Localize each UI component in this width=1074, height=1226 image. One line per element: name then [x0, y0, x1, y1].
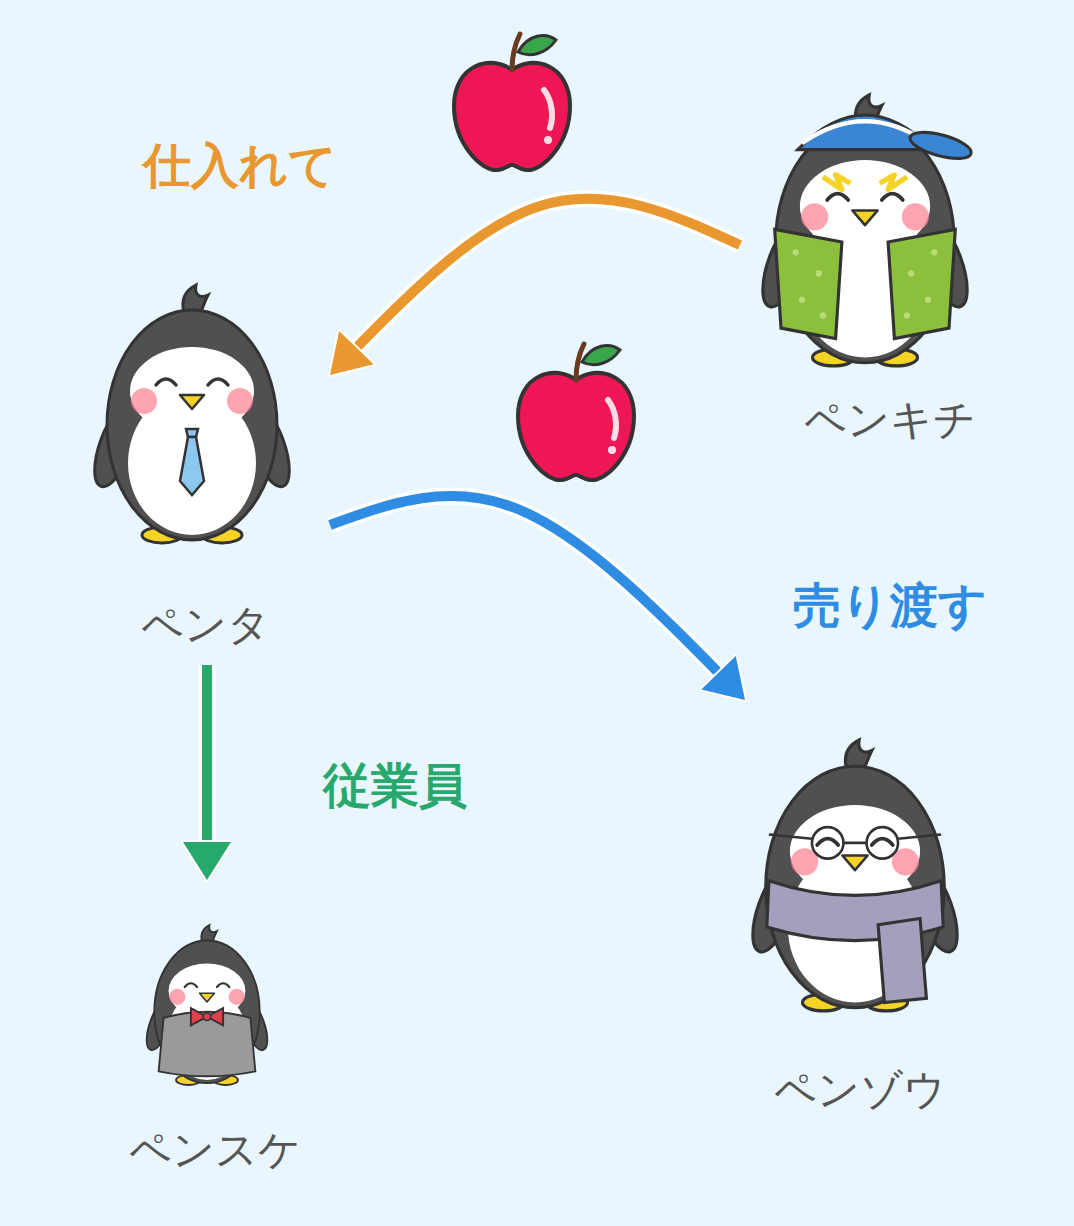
penguin-illustration	[141, 925, 273, 1085]
character-name: ペンスケ	[129, 1124, 301, 1176]
arrow-label: 仕入れて	[143, 135, 337, 195]
penguin-illustration	[754, 95, 977, 366]
character-name: ペンタ	[141, 599, 270, 651]
arrow-label: 売り渡す	[793, 575, 987, 635]
arrow-head	[183, 842, 231, 880]
arrow-outline	[330, 199, 740, 375]
penguin-figure: ペンタ	[80, 270, 330, 665]
penguin-illustration	[744, 740, 967, 1011]
character-name: ペンゾウ	[774, 1064, 946, 1116]
arrow-head	[330, 331, 374, 375]
arrow-outline	[330, 496, 745, 700]
flow-arrow	[330, 496, 745, 700]
character-name: ペンキチ	[804, 394, 976, 446]
penguin-figure: ペンスケ	[90, 880, 340, 1190]
penguin-figure: ペンキチ	[740, 80, 1040, 455]
penguin-illustration	[86, 285, 298, 543]
arrow-label: 従業員	[323, 755, 467, 815]
arrow-line	[330, 199, 740, 375]
penguin-drawing	[730, 700, 990, 1120]
arrow-line	[330, 496, 745, 700]
apple-illustration	[518, 344, 634, 480]
penguin-figure: ペンゾウ	[730, 700, 990, 1120]
flow-arrow	[330, 199, 740, 375]
arrow-head	[701, 656, 745, 700]
flow-arrow	[183, 665, 231, 880]
apple-illustration	[454, 34, 570, 170]
